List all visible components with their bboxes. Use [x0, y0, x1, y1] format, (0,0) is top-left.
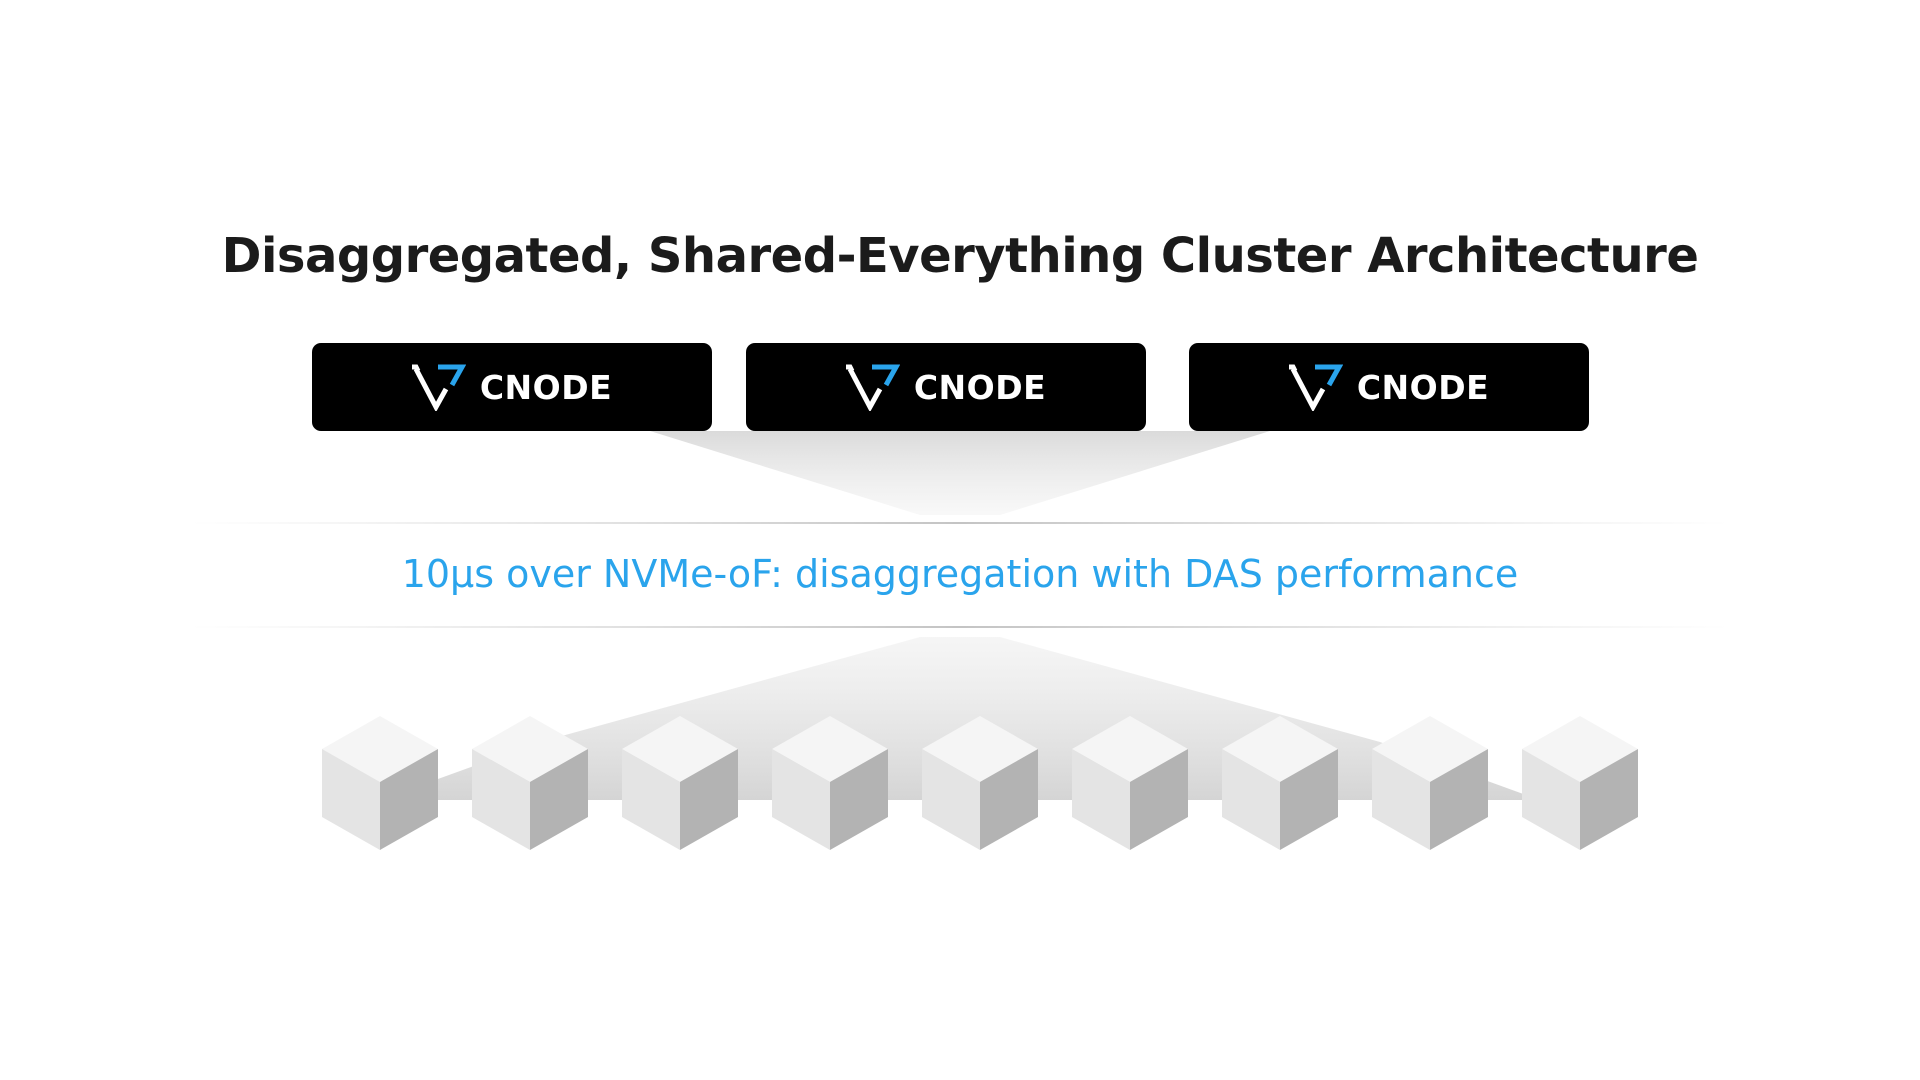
- storage-cube-icon: [1522, 716, 1638, 850]
- storage-cube-icon: [1072, 716, 1188, 850]
- cnode-label: CNODE: [479, 367, 613, 407]
- storage-cube-icon: [1222, 716, 1338, 850]
- latency-tagline: 10µs over NVMe-oF: disaggregation with D…: [401, 552, 1519, 596]
- vast-logo-icon: [1288, 364, 1343, 411]
- top-funnel: [650, 431, 1270, 515]
- cube-right-face: [380, 749, 438, 850]
- cube-right-face: [680, 749, 738, 850]
- cube-right-face: [830, 749, 888, 850]
- cnode-1: CNODE: [312, 343, 712, 431]
- cube-left-face: [472, 749, 530, 850]
- cnode-3: CNODE: [1189, 343, 1589, 431]
- page-title: Disaggregated, Shared-Everything Cluster…: [221, 228, 1699, 284]
- cube-left-face: [1072, 749, 1130, 850]
- cube-left-face: [322, 749, 380, 850]
- cube-right-face: [530, 749, 588, 850]
- cube-left-face: [1522, 749, 1580, 850]
- cube-left-face: [772, 749, 830, 850]
- cube-left-face: [922, 749, 980, 850]
- storage-cube-icon: [622, 716, 738, 850]
- cube-right-face: [1580, 749, 1638, 850]
- cube-right-face: [1130, 749, 1188, 850]
- cube-left-face: [1222, 749, 1280, 850]
- vast-logo-icon: [411, 364, 466, 411]
- vast-logo-icon: [845, 364, 900, 411]
- cnode-2: CNODE: [746, 343, 1146, 431]
- divider-top: [190, 522, 1730, 524]
- cube-right-face: [980, 749, 1038, 850]
- storage-cube-icon: [472, 716, 588, 850]
- cube-left-face: [622, 749, 680, 850]
- divider-bottom: [190, 626, 1730, 628]
- cube-left-face: [1372, 749, 1430, 850]
- cnode-label: CNODE: [913, 367, 1047, 407]
- storage-cube-icon: [922, 716, 1038, 850]
- storage-cube-icon: [1372, 716, 1488, 850]
- cube-right-face: [1280, 749, 1338, 850]
- cube-right-face: [1430, 749, 1488, 850]
- cnode-label: CNODE: [1356, 367, 1490, 407]
- storage-cube-icon: [772, 716, 888, 850]
- storage-cube-icon: [322, 716, 438, 850]
